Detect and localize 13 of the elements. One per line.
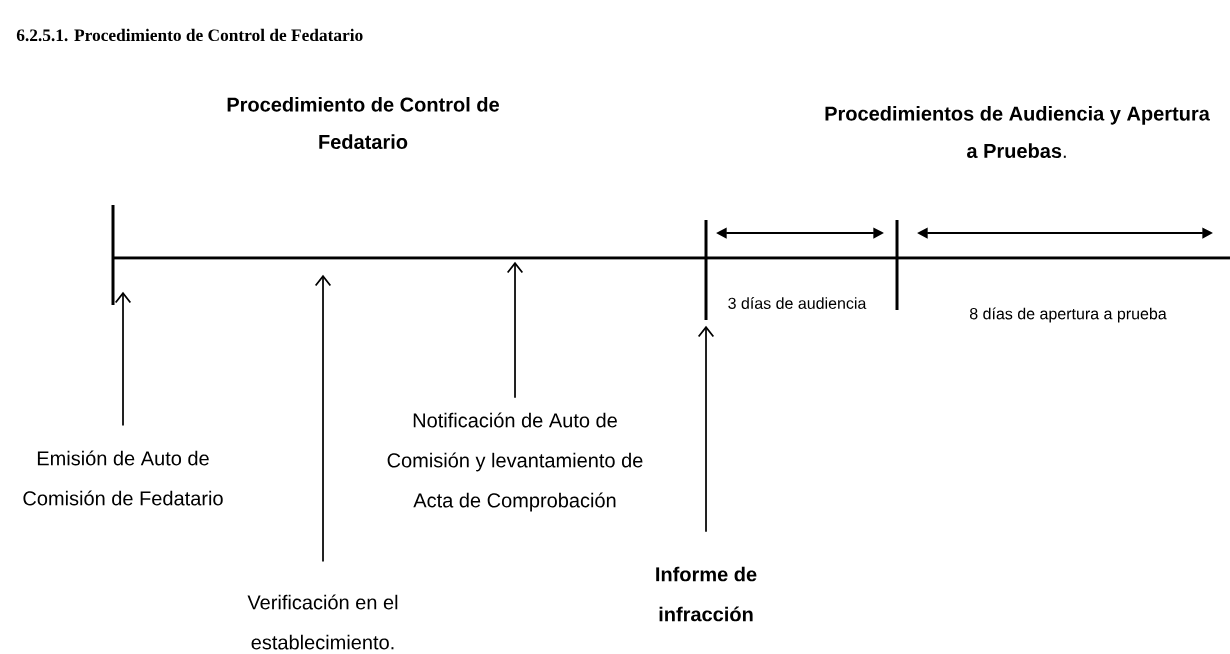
arrow	[114, 291, 132, 427]
duration-label: 3 días de audiencia	[728, 297, 867, 309]
arrow	[506, 261, 524, 399]
duration-label: 8 días de apertura a prueba	[969, 307, 1167, 323]
event-label: Verificación en el establecimiento.	[247, 594, 398, 650]
event-label: Emisión de Auto de Comisión de Fedatario	[23, 450, 223, 506]
arrow	[314, 274, 332, 563]
arrow	[697, 325, 715, 533]
heading: Procedimientos de Audiencia y Apertura a Pruebas.	[825, 106, 1210, 158]
event-label: Informe de infracción	[656, 566, 757, 622]
title: 6.2.5.1. Procedimiento de Control de Fedatario	[16, 28, 363, 42]
heading: Procedimiento de Control de Fedatario	[227, 97, 499, 149]
event-label: Notificación de Auto de Comisión y levantamiento de Acta de Comprobación	[387, 412, 643, 512]
